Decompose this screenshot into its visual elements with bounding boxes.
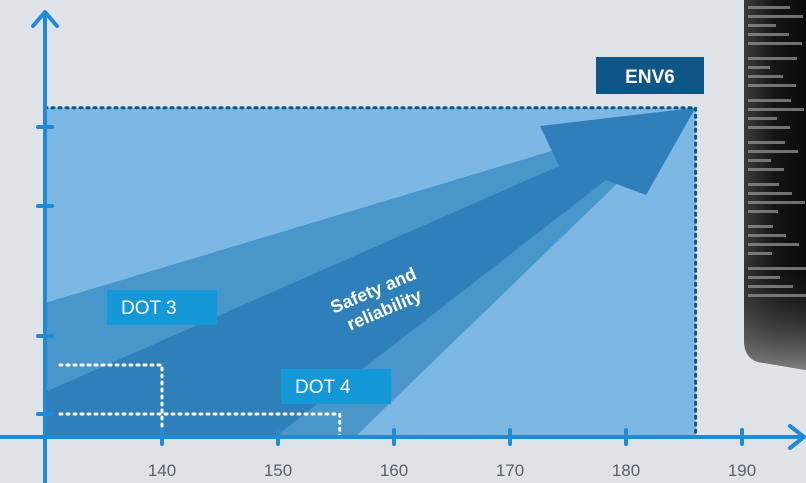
x-tick-label: 190 bbox=[728, 461, 756, 480]
product-label-line bbox=[748, 183, 779, 186]
product-label-line bbox=[748, 57, 797, 60]
product-label-line bbox=[748, 141, 785, 144]
product-label-line bbox=[748, 294, 806, 297]
product-label-line bbox=[748, 126, 790, 129]
product-label-line bbox=[748, 33, 789, 36]
product-label-line bbox=[748, 75, 783, 78]
x-axis-arrowhead bbox=[788, 424, 806, 450]
product-label-line bbox=[748, 234, 786, 237]
x-tick-label: 170 bbox=[496, 461, 524, 480]
dot4-tag: DOT 4 bbox=[281, 369, 391, 404]
product-label-line bbox=[748, 150, 798, 153]
product-label-line bbox=[748, 159, 771, 162]
env6-boundary bbox=[43, 106, 698, 439]
x-tick-label: 180 bbox=[612, 461, 640, 480]
y-axis-arrowhead bbox=[31, 10, 59, 28]
product-label-line bbox=[748, 42, 802, 45]
dot4-tag-label: DOT 4 bbox=[295, 377, 351, 398]
x-tick-label: 150 bbox=[264, 461, 292, 480]
product-label-line bbox=[748, 15, 803, 18]
axes bbox=[0, 10, 806, 483]
safety-arrow bbox=[45, 107, 696, 438]
env6-tag-label: ENV6 bbox=[625, 67, 675, 88]
dot4-boundary bbox=[58, 412, 342, 439]
product-label-line bbox=[748, 225, 773, 228]
product-label-line bbox=[748, 108, 804, 111]
dot3-boundary bbox=[58, 363, 164, 439]
product-label-line bbox=[748, 168, 784, 171]
product-label-line bbox=[748, 66, 770, 69]
product-label-line bbox=[748, 201, 805, 204]
env6-tag: ENV6 bbox=[596, 57, 704, 94]
product-label-line bbox=[748, 267, 806, 270]
product-label-line bbox=[748, 285, 793, 288]
product-label-line bbox=[748, 84, 796, 87]
x-tick-label: 140 bbox=[148, 461, 176, 480]
dot3-tag: DOT 3 bbox=[107, 290, 217, 325]
product-label-line bbox=[748, 192, 792, 195]
product-label-line bbox=[748, 252, 772, 255]
product-label-line bbox=[748, 24, 776, 27]
product-label-line bbox=[748, 117, 777, 120]
dot3-tag-label: DOT 3 bbox=[121, 298, 177, 319]
product-label-line bbox=[748, 276, 780, 279]
product-label-line bbox=[748, 6, 790, 9]
product-image bbox=[744, 0, 806, 370]
product-label-line bbox=[748, 99, 791, 102]
product-label-line bbox=[748, 210, 778, 213]
product-label-line bbox=[748, 243, 799, 246]
x-tick-label: 160 bbox=[380, 461, 408, 480]
